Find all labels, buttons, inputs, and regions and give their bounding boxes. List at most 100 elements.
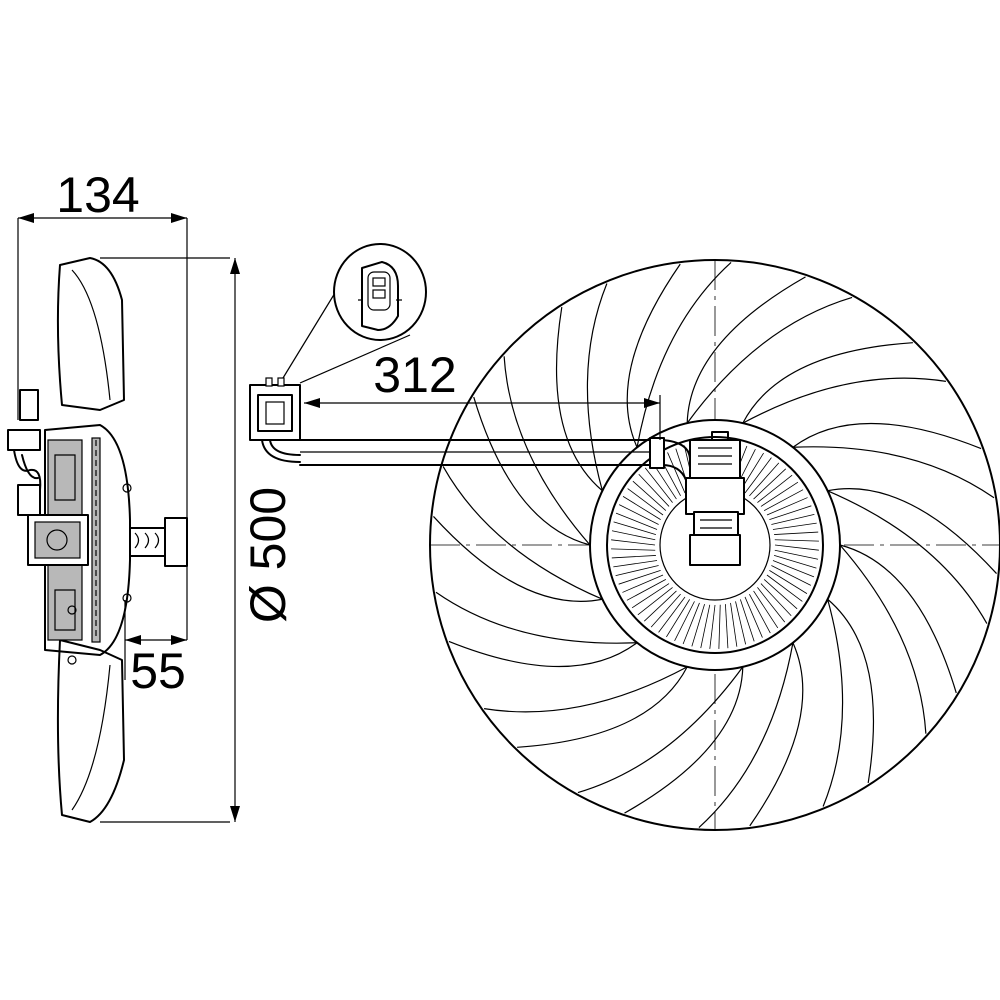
hub-fin <box>769 505 812 521</box>
fan-blade <box>626 263 681 448</box>
fan-blade <box>517 666 688 748</box>
hub-fin <box>763 579 798 610</box>
fan-blade <box>686 276 806 424</box>
dimension-connector-label: 312 <box>373 347 456 403</box>
dimension-depth-label: 134 <box>56 167 139 223</box>
hub-fin <box>611 548 656 551</box>
hub-fin <box>773 555 817 569</box>
hub-fin <box>622 496 661 520</box>
hub-fin <box>760 481 799 507</box>
fan-blade <box>742 342 913 424</box>
hub-fin <box>667 452 686 494</box>
hub-fin <box>674 601 695 642</box>
dimension-134: 134 <box>17 167 188 640</box>
hub-fin <box>730 602 738 647</box>
hub-fin <box>766 497 808 516</box>
hub-fin <box>763 489 804 511</box>
dimension-offset-label: 55 <box>130 643 186 699</box>
hub-fin <box>700 604 711 649</box>
hub-fin <box>772 522 817 530</box>
fan-blades <box>433 262 997 828</box>
hub-fin <box>658 596 686 633</box>
hub-fin <box>644 467 673 503</box>
hub-fin <box>771 513 815 525</box>
hub-fin <box>666 599 690 638</box>
hub-fin <box>611 530 656 541</box>
hub-fin <box>611 555 656 559</box>
hub-fin <box>725 604 729 649</box>
fan-blade <box>742 377 947 424</box>
hub-fin <box>615 565 659 577</box>
hub-fin <box>744 596 763 638</box>
hub-fin <box>618 569 661 585</box>
fan-blade <box>448 640 638 668</box>
hub-fin <box>650 593 681 628</box>
dimension-diameter-label: Ø 500 <box>240 487 296 623</box>
fan-blade <box>792 446 995 499</box>
fan-blade <box>698 642 794 828</box>
fan-blade <box>555 306 603 492</box>
hub-fin <box>757 474 793 503</box>
dimension-500: Ø 500 <box>230 258 296 822</box>
connector-detail <box>282 243 427 384</box>
hub-fin <box>638 473 670 507</box>
front-view <box>249 259 1000 831</box>
hub-fin <box>627 488 664 516</box>
hub-fin <box>739 599 755 642</box>
hub-fin <box>774 531 819 535</box>
fan-blade <box>503 356 591 546</box>
dimension-312: 312 <box>304 347 661 440</box>
fan-blade <box>624 666 744 814</box>
hub-fin <box>626 579 667 601</box>
fan-blade <box>586 283 608 491</box>
hub-fin <box>718 604 721 649</box>
fan-blade <box>473 396 591 546</box>
fan-blade <box>822 599 844 807</box>
hub-fin <box>753 468 787 500</box>
hub-fin <box>637 587 673 616</box>
hub-fin <box>622 574 664 593</box>
hub-fin <box>613 560 658 568</box>
hub-fin <box>631 583 670 609</box>
hub-fin <box>766 574 803 602</box>
fan-blade <box>577 666 744 794</box>
fan-blade <box>839 544 927 734</box>
hub-fin <box>632 480 667 511</box>
fan-blade <box>827 488 997 574</box>
hub-fin <box>611 539 656 546</box>
hub-fin <box>615 512 658 530</box>
fan-blade <box>435 591 638 644</box>
fan-blade <box>749 642 804 827</box>
hub-fin <box>691 603 705 647</box>
fan-blade <box>483 666 688 713</box>
hub-fin <box>771 565 812 586</box>
hub-fin <box>774 539 819 542</box>
side-view <box>7 257 230 823</box>
hub-fin <box>757 587 786 623</box>
dimension-55: 55 <box>124 600 187 699</box>
fan-blade <box>827 490 988 624</box>
hub-fin <box>618 504 659 525</box>
hub-fin <box>682 602 700 645</box>
hub-fin <box>774 544 819 551</box>
hub-fin <box>735 601 747 645</box>
fan-blade <box>792 422 982 450</box>
hub-fin <box>753 590 779 629</box>
hub-fin <box>744 457 772 494</box>
fan-blade <box>839 544 957 694</box>
fan-blade <box>686 296 853 424</box>
hub-fin <box>643 590 677 622</box>
fan-blade <box>827 598 875 784</box>
hub-fin <box>760 583 792 617</box>
fan-blade <box>433 516 603 602</box>
fan-blade <box>636 262 732 448</box>
hub-fin <box>769 570 808 594</box>
hub-fin <box>749 462 780 497</box>
hub-fin <box>749 593 771 634</box>
hub-fin <box>613 521 657 535</box>
hub-fin <box>774 549 819 560</box>
hub-fin <box>772 560 815 578</box>
hub-fin <box>709 604 716 649</box>
fan-blade <box>442 466 603 600</box>
